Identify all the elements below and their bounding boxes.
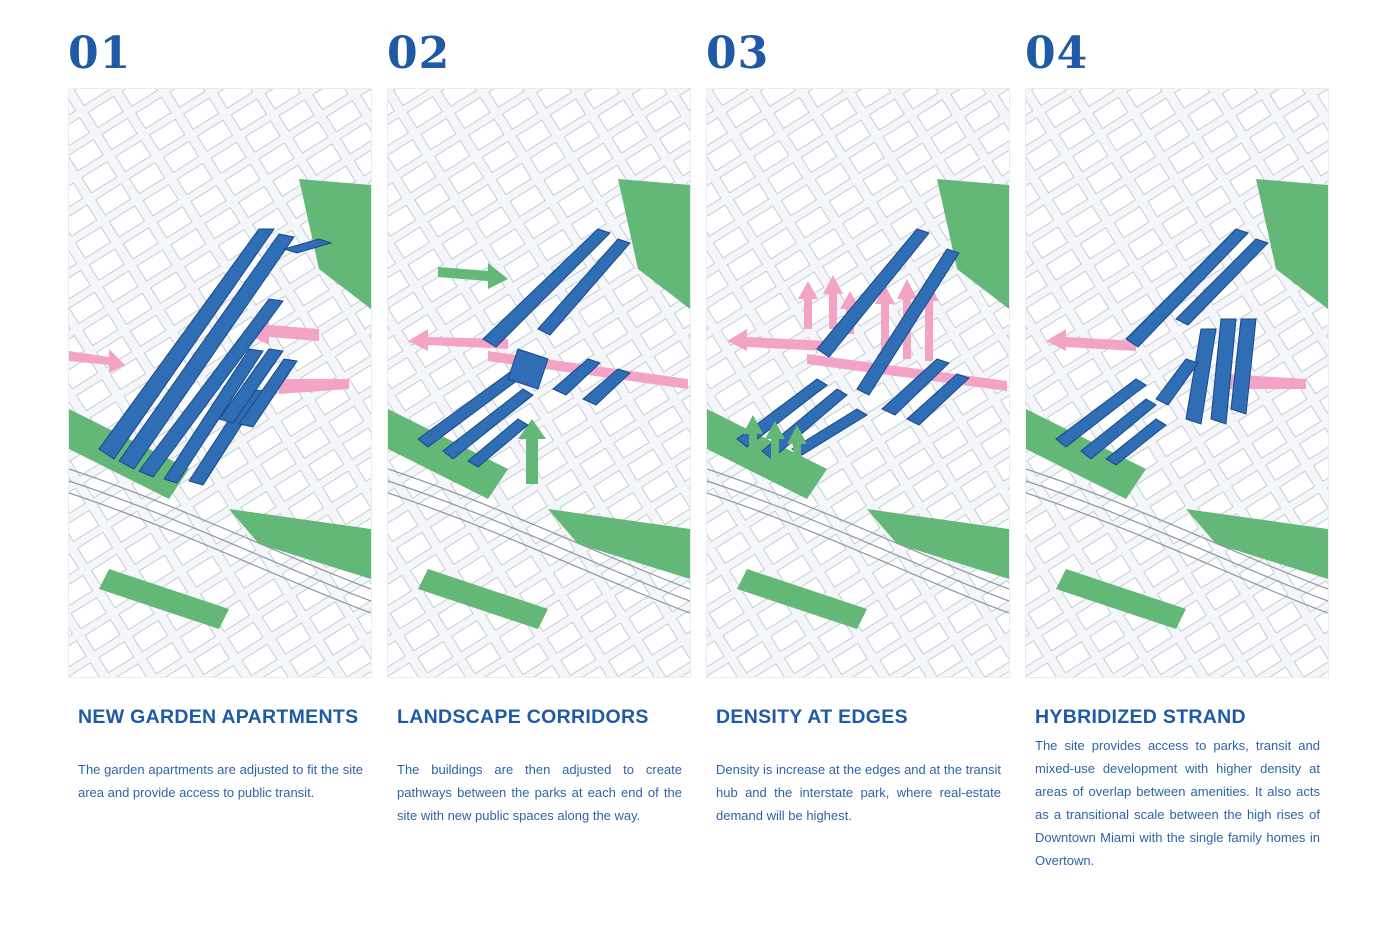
building-blocks bbox=[1055, 228, 1269, 466]
panel-04: 04 bbox=[1025, 0, 1330, 936]
building-blocks bbox=[98, 228, 333, 486]
park-area bbox=[618, 179, 690, 309]
panel-03: 03 bbox=[706, 0, 1011, 936]
panel-description: Density is increase at the edges and at … bbox=[716, 762, 1001, 823]
transit-arrow bbox=[1046, 329, 1136, 351]
park-arrow bbox=[518, 419, 546, 484]
axonometric-diagram bbox=[68, 88, 372, 678]
panel-01: 01 bbox=[68, 0, 373, 936]
transit-arrow bbox=[727, 329, 827, 351]
transit-arrow bbox=[69, 349, 125, 373]
step-number: 04 bbox=[1025, 28, 1089, 79]
park-area bbox=[99, 569, 229, 629]
transit-arrow bbox=[408, 329, 508, 351]
panel-02: 02 bbox=[387, 0, 692, 936]
panel-title: DENSITY AT EDGES bbox=[716, 706, 908, 728]
axonometric-diagram bbox=[387, 88, 691, 678]
park-area bbox=[1186, 509, 1328, 579]
park-area bbox=[937, 179, 1009, 309]
panel-title: LANDSCAPE CORRIDORS bbox=[397, 706, 649, 728]
panel-description: The buildings are then adjusted to creat… bbox=[397, 762, 682, 823]
highway bbox=[388, 468, 690, 614]
step-number: 01 bbox=[68, 28, 132, 79]
panel-title: HYBRIDIZED STRAND bbox=[1035, 706, 1246, 728]
panel-description: The garden apartments are adjusted to fi… bbox=[78, 762, 363, 800]
highway bbox=[69, 468, 371, 614]
park-arrow bbox=[438, 263, 508, 289]
park-area bbox=[418, 569, 548, 629]
park-area bbox=[1056, 569, 1186, 629]
building-blocks bbox=[417, 228, 631, 468]
step-number: 02 bbox=[387, 28, 451, 79]
park-area bbox=[299, 179, 371, 309]
park-area bbox=[867, 509, 1009, 579]
panel-title: NEW GARDEN APARTMENTS bbox=[78, 706, 359, 728]
park-area bbox=[1256, 179, 1328, 309]
axonometric-diagram bbox=[1025, 88, 1329, 678]
transit-corridor bbox=[279, 379, 349, 394]
park-density-arrows bbox=[743, 415, 807, 471]
park-area bbox=[548, 509, 690, 579]
park-area bbox=[229, 509, 371, 579]
highway bbox=[1026, 468, 1328, 614]
axonometric-diagram bbox=[706, 88, 1010, 678]
highway bbox=[707, 468, 1009, 614]
park-area bbox=[737, 569, 867, 629]
panel-description: The site provides access to parks, trans… bbox=[1035, 738, 1320, 868]
step-number: 03 bbox=[706, 28, 770, 79]
